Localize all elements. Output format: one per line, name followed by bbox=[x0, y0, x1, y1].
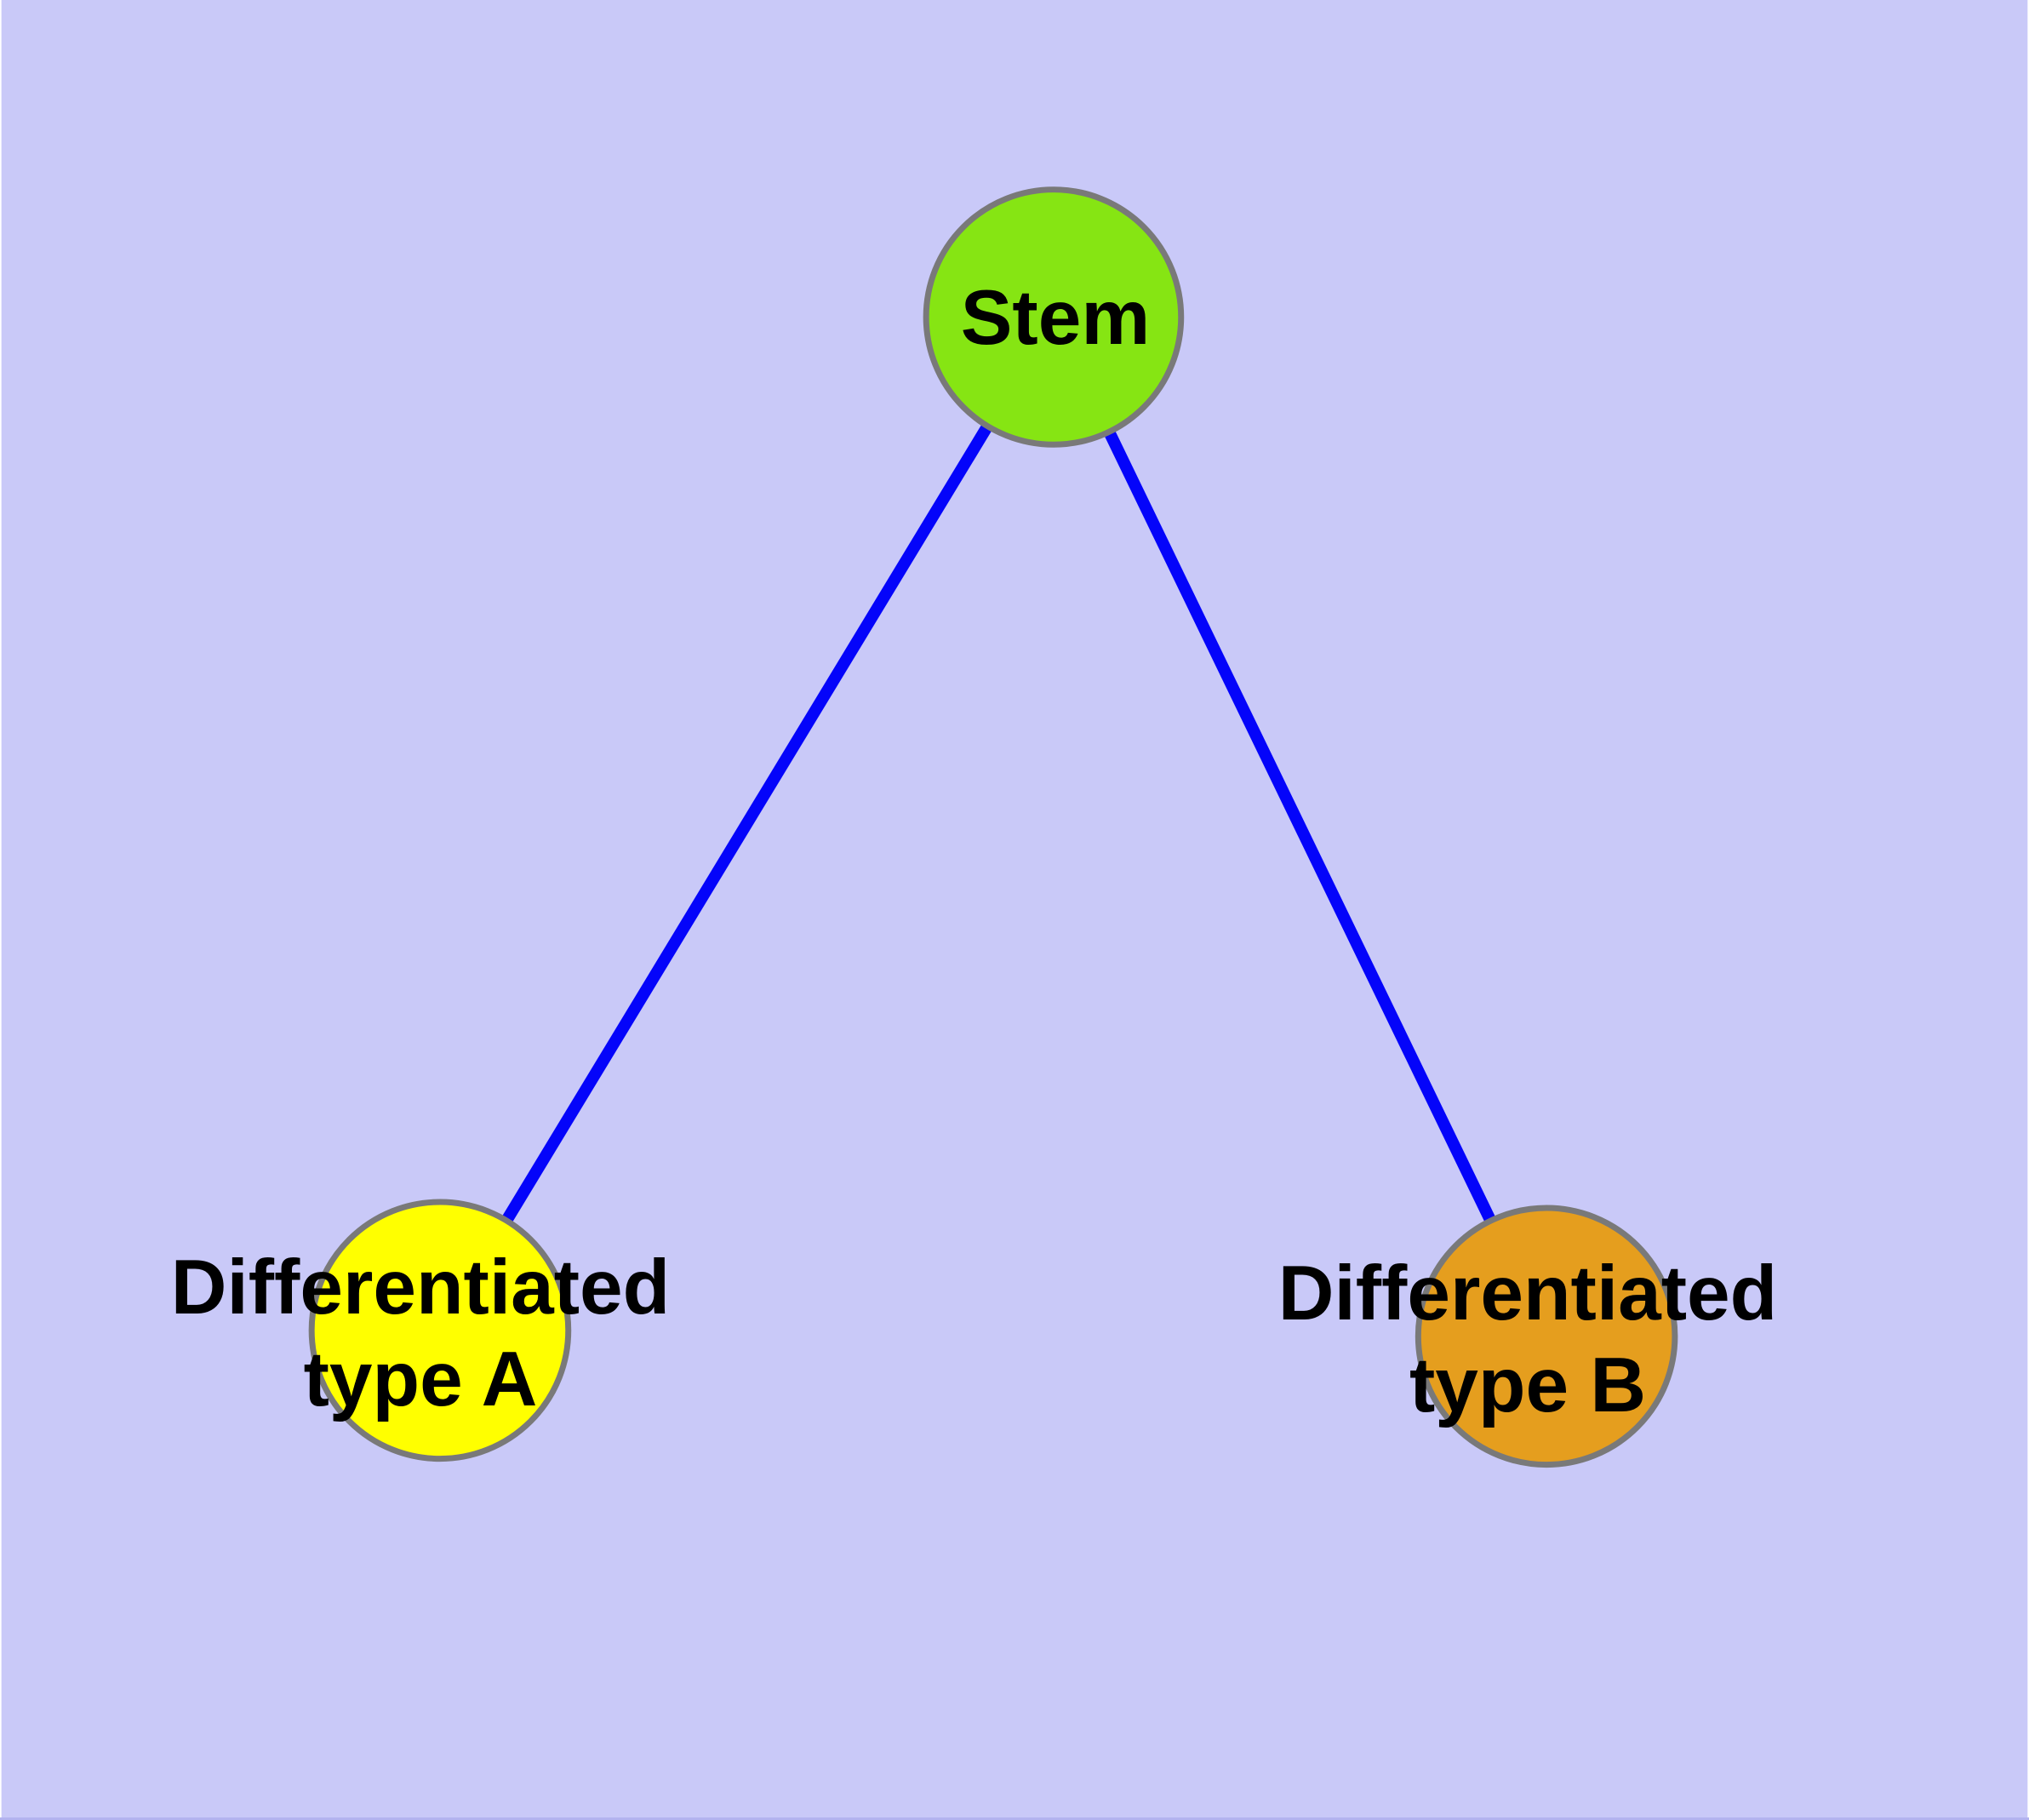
type-b-node-circle bbox=[1415, 1205, 1678, 1468]
type-a-label-line2: type A bbox=[303, 1336, 538, 1422]
type-a-node-label: Differentiated type A bbox=[171, 1242, 671, 1426]
edge-stem-to-type-a bbox=[434, 313, 1059, 1334]
stem-node-label: Stem bbox=[960, 275, 1151, 361]
edge-stem-to-type-b bbox=[1048, 314, 1552, 1339]
type-a-node-circle bbox=[308, 1199, 572, 1462]
type-b-label-line1: Differentiated bbox=[1277, 1251, 1778, 1336]
type-b-node-label: Differentiated type B bbox=[1278, 1248, 1778, 1432]
type-b-label-line2: type B bbox=[1409, 1342, 1647, 1428]
stem-node-circle bbox=[923, 186, 1185, 448]
type-a-label-line1: Differentiated bbox=[170, 1245, 671, 1331]
